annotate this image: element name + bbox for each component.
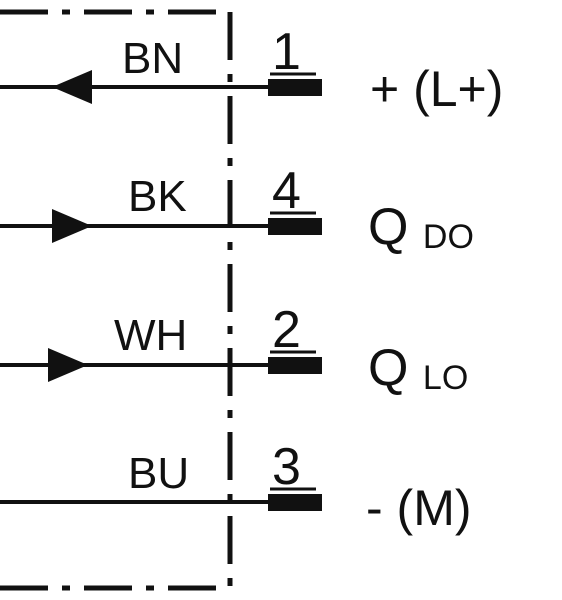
wire-color-label: BK [128, 172, 187, 221]
pin-number: 2 [272, 301, 301, 359]
arrow-right-icon [48, 348, 88, 382]
housing-boundary [0, 9, 233, 591]
pin-number: 3 [272, 438, 301, 496]
wire-row-bk: BK 4 Q DO [0, 162, 474, 256]
pin-terminal [268, 357, 322, 374]
signal-label-main: Q [368, 198, 408, 256]
wire-color-label: BU [128, 449, 189, 498]
signal-label-subscript: DO [423, 218, 474, 256]
wire-color-label: BN [122, 34, 183, 83]
signal-label-main: Q [368, 339, 408, 397]
signal-label-main: - (M) [366, 480, 472, 536]
pin-terminal [268, 494, 322, 511]
pin-number: 1 [272, 23, 301, 81]
signal-label-main: + (L+) [370, 61, 503, 117]
signal-label: Q DO [368, 198, 474, 256]
wire-row-wh: WH 2 Q LO [0, 301, 468, 397]
pin-terminal [268, 79, 322, 96]
wire-row-bn: BN 1 + (L+) [0, 23, 503, 117]
pin-number: 4 [272, 162, 301, 220]
arrow-left-icon [52, 70, 92, 104]
signal-label: Q LO [368, 339, 468, 397]
wire-row-bu: BU 3 - (M) [0, 438, 472, 536]
arrow-right-icon [52, 209, 92, 243]
wire-color-label: WH [114, 311, 187, 360]
signal-label: + (L+) [370, 61, 503, 117]
signal-label: - (M) [366, 480, 472, 536]
signal-label-subscript: LO [423, 359, 468, 397]
pin-terminal [268, 218, 322, 235]
